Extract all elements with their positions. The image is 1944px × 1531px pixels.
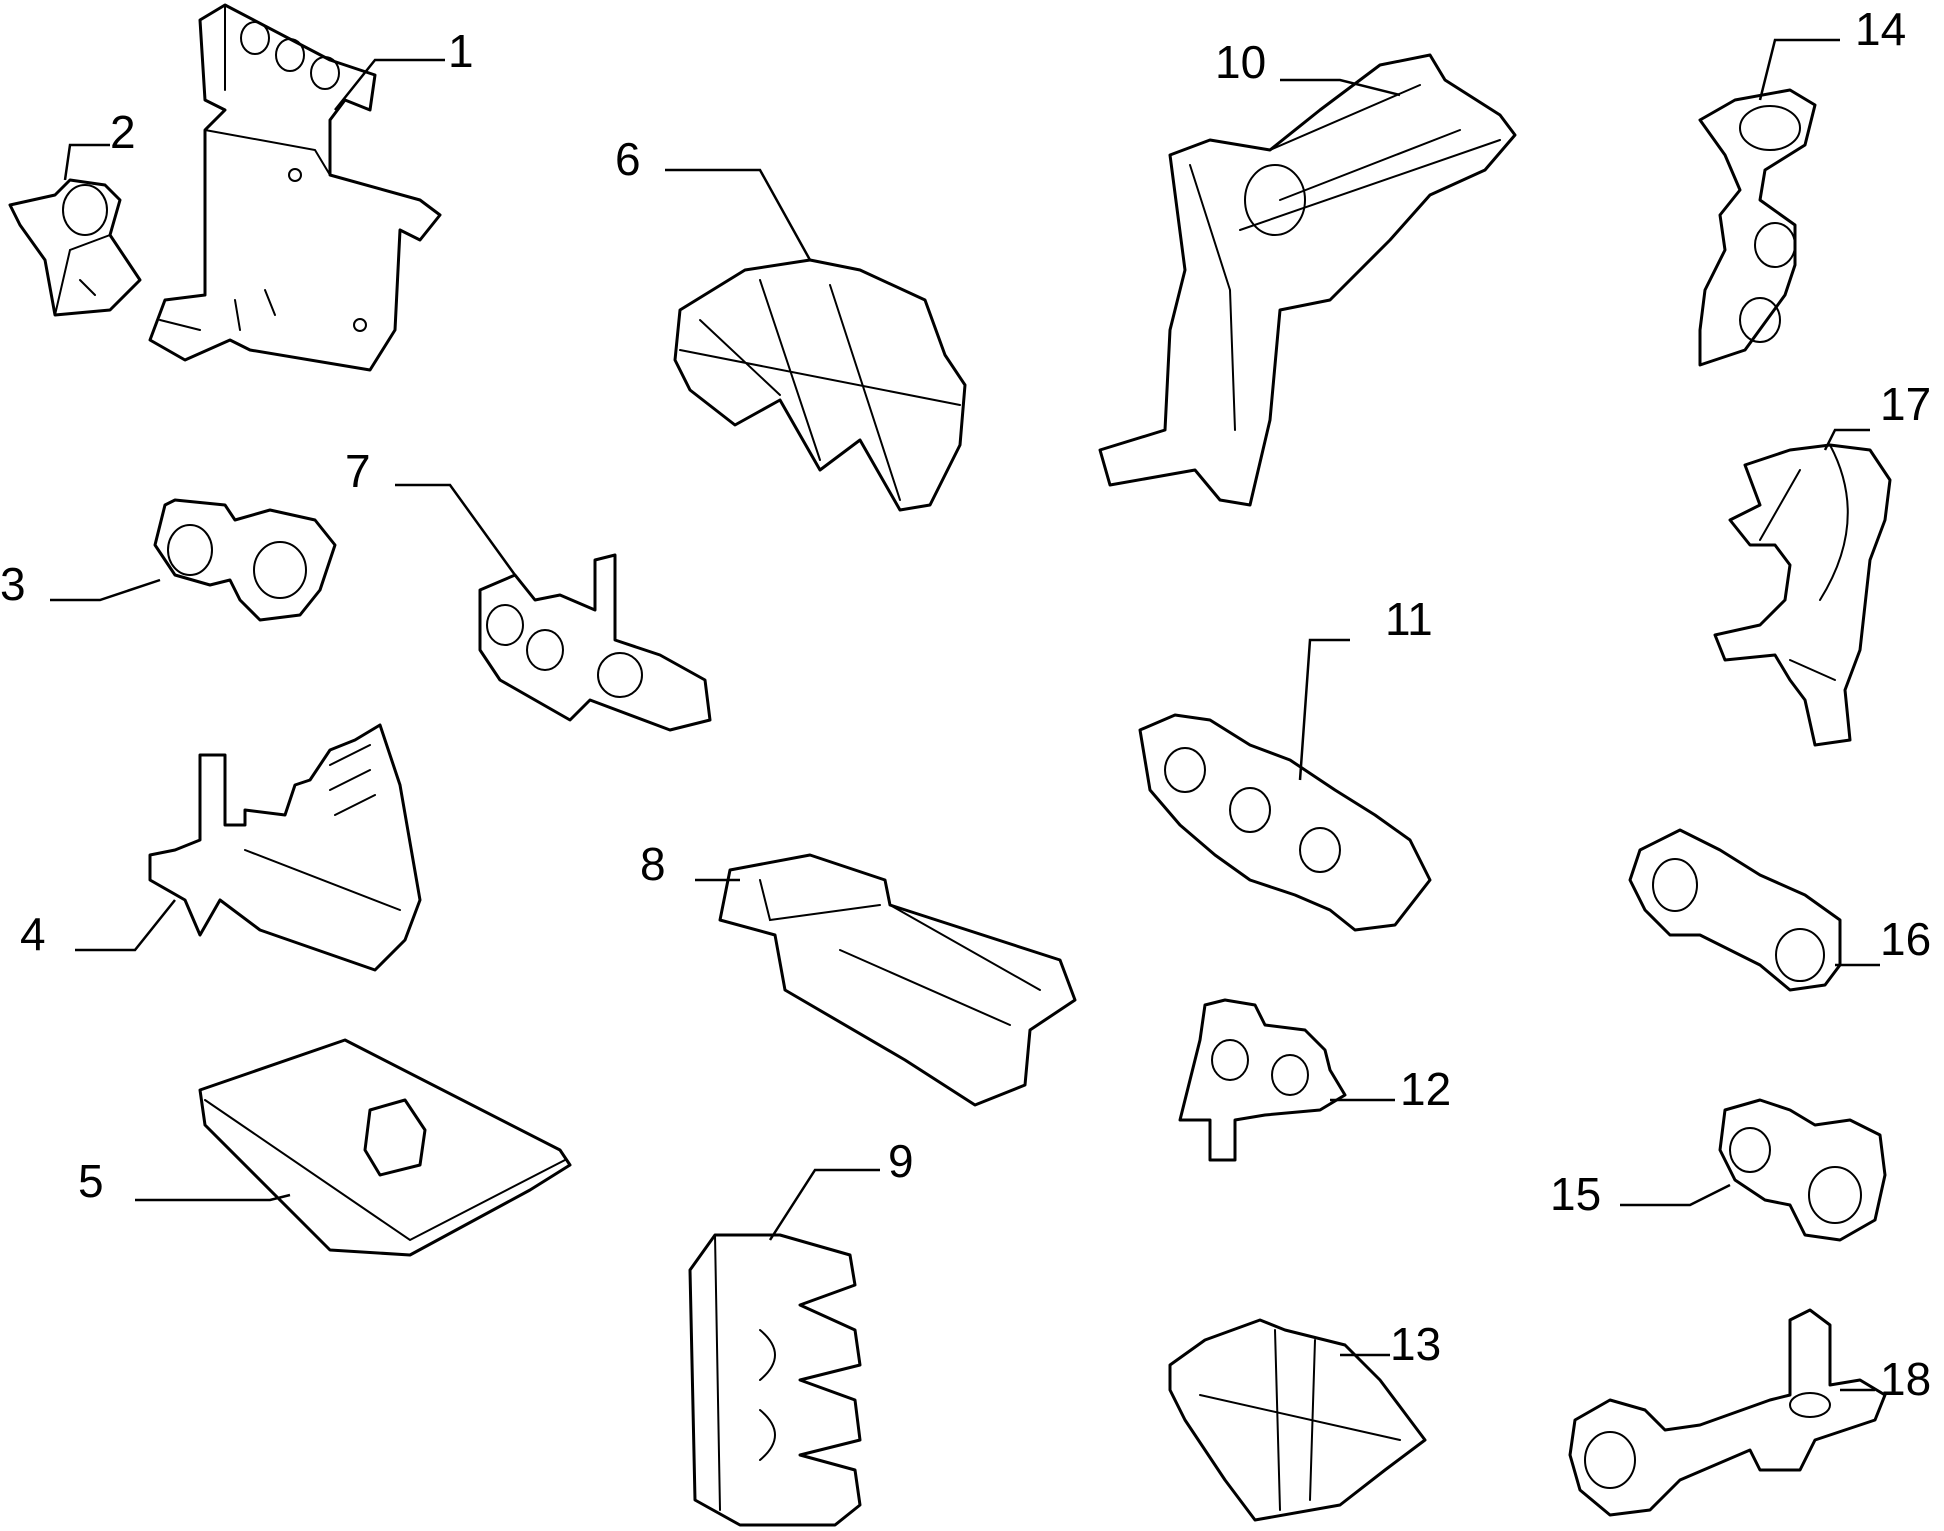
leader-3 (50, 578, 161, 602)
leader-lines (50, 38, 1880, 1392)
callout-4: 4 (20, 908, 46, 960)
callout-10: 10 (1215, 36, 1266, 88)
callout-5: 5 (78, 1155, 104, 1207)
leader-15 (1620, 1183, 1731, 1207)
callout-3: 3 (0, 558, 26, 610)
callout-16: 16 (1880, 913, 1931, 965)
leader-5 (135, 1193, 291, 1202)
callout-17: 17 (1880, 378, 1931, 430)
callout-1: 1 (448, 25, 474, 77)
part-14-stacked-clip (1698, 88, 1817, 367)
part-5-tray (198, 1038, 572, 1257)
part-7-triple-clip (478, 553, 712, 732)
leader-10 (1280, 78, 1401, 97)
leader-17 (1823, 428, 1870, 451)
part-1-bracket-plate (148, 3, 442, 372)
leader-4 (75, 899, 176, 952)
leader-2 (63, 143, 110, 181)
part-11-triple-strip (1138, 713, 1432, 932)
part-3-double-clip (153, 498, 337, 622)
part-15-double-clip (1718, 1098, 1887, 1242)
callout-labels: 1 2 3 4 5 6 7 8 9 10 11 12 13 14 15 16 1… (0, 3, 1931, 1405)
part-16-double-clip (1628, 828, 1842, 992)
part-18-arm-clip (1568, 1308, 1887, 1517)
callout-7: 7 (345, 445, 371, 497)
part-9-comb-block (688, 1233, 862, 1527)
callout-12: 12 (1400, 1063, 1451, 1115)
part-2-single-clip (8, 178, 142, 317)
callout-15: 15 (1550, 1168, 1601, 1220)
part-6-multi-holder (673, 258, 967, 512)
callout-6: 6 (615, 133, 641, 185)
leader-6 (665, 168, 812, 261)
leader-7 (395, 483, 517, 576)
part-10-arm-holder (1098, 53, 1517, 507)
callout-2: 2 (110, 106, 136, 158)
callout-9: 9 (888, 1135, 914, 1187)
callout-13: 13 (1390, 1318, 1441, 1370)
part-12-plate-clip (1178, 998, 1347, 1162)
part-8-slide-bracket (718, 853, 1077, 1107)
part-4-bent-bracket (148, 723, 422, 972)
callout-18: 18 (1880, 1353, 1931, 1405)
leader-14 (1758, 38, 1840, 101)
part-17-hook-clip (1713, 443, 1892, 747)
leader-11 (1298, 638, 1350, 781)
leader-1 (334, 58, 445, 111)
part-13-cradle (1168, 1318, 1427, 1522)
callout-14: 14 (1855, 3, 1906, 55)
leader-9 (768, 1168, 880, 1241)
callout-11: 11 (1385, 593, 1433, 645)
callout-8: 8 (640, 838, 666, 890)
